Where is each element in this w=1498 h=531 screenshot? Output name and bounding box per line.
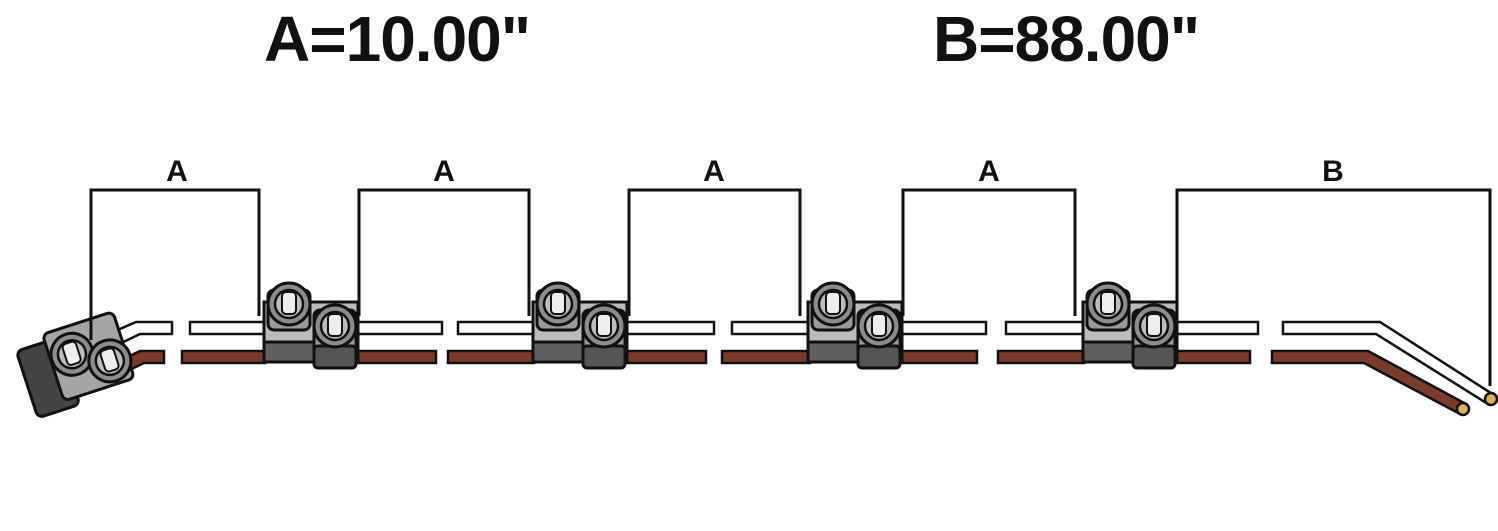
dimension-bracket-a-4 xyxy=(901,188,1077,316)
dimension-label-b: B xyxy=(1322,155,1344,188)
dimension-bracket-a-1 xyxy=(89,188,261,340)
tap-connector-icon xyxy=(264,283,358,368)
dimension-label-a-2: A xyxy=(433,155,455,188)
tap-connector-icon xyxy=(1083,283,1177,368)
dimension-label-a-4: A xyxy=(978,155,1000,188)
dimension-bracket-b xyxy=(1175,188,1492,386)
spec-b-length: B=88.00" xyxy=(933,3,1200,75)
tap-connector-icon xyxy=(808,283,902,368)
dimension-bracket-a-3 xyxy=(627,188,802,316)
stripped-wire-end-icon xyxy=(1455,391,1498,417)
spec-a-length: A=10.00" xyxy=(264,3,531,75)
dimension-bracket-a-2 xyxy=(357,188,531,316)
end-plug-icon xyxy=(16,311,138,418)
tap-connector-icon xyxy=(533,283,627,368)
dimension-label-a-3: A xyxy=(703,155,725,188)
dimension-label-a-1: A xyxy=(166,155,188,188)
